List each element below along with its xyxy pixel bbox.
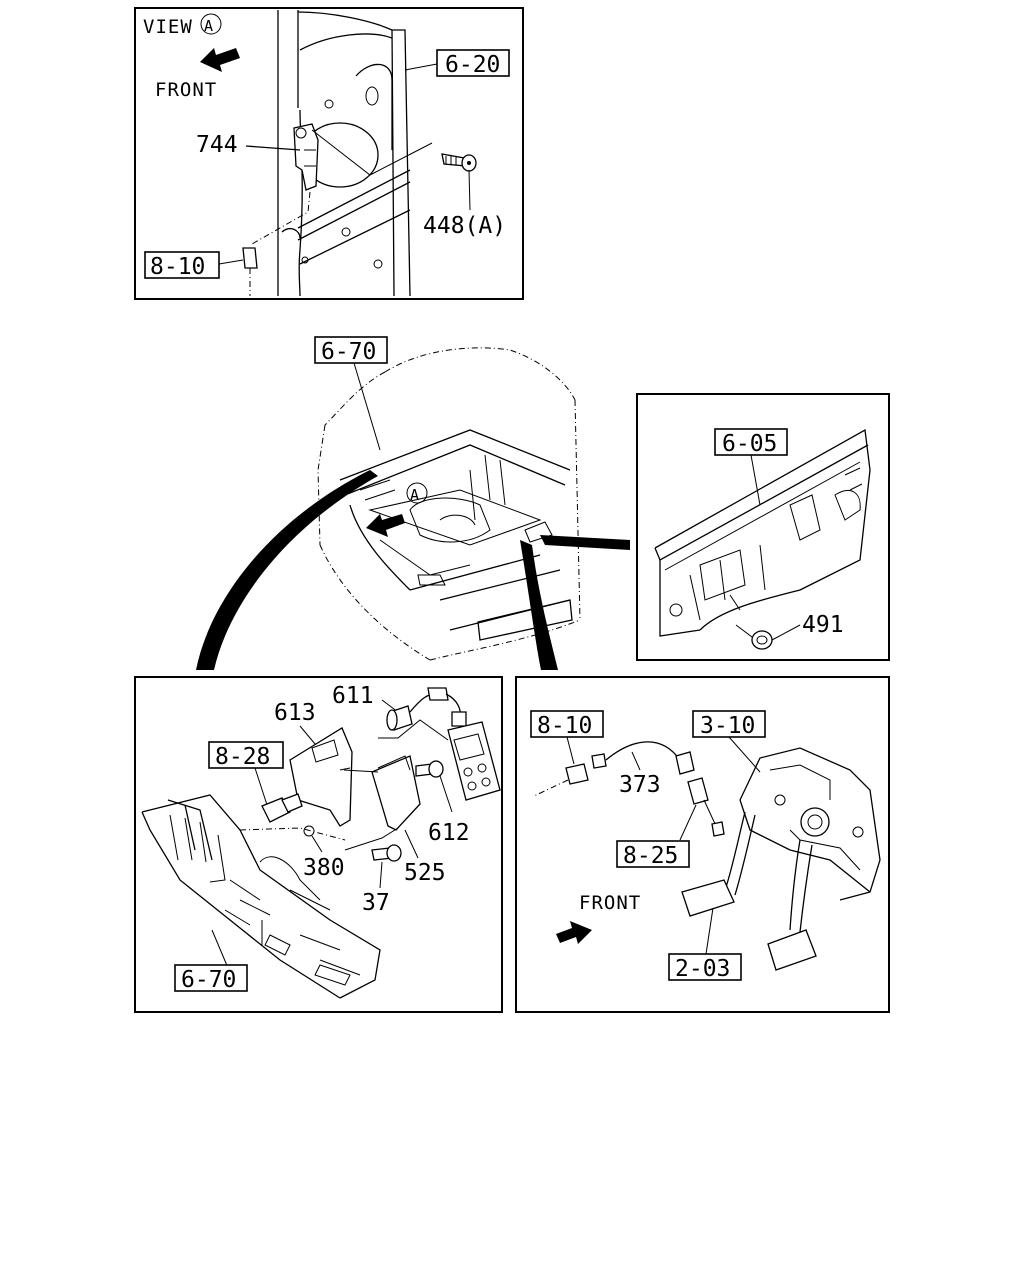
ref-box-8-10-pedal: 8-10 bbox=[537, 713, 592, 739]
plate-612-icon bbox=[371, 755, 421, 831]
bolt-612-icon bbox=[415, 760, 444, 778]
ref-box-8-25: 8-25 bbox=[623, 843, 678, 869]
label-373: 373 bbox=[619, 772, 661, 798]
pedal-clutch-icon bbox=[681, 811, 756, 917]
bolt-448-icon bbox=[441, 153, 477, 172]
label-491: 491 bbox=[802, 612, 844, 638]
label-380: 380 bbox=[303, 855, 345, 881]
sensor-611-icon bbox=[386, 687, 467, 731]
view-a-panel: VIEW A FRONT 744 bbox=[134, 7, 524, 300]
bracket-613-icon bbox=[289, 727, 353, 827]
ref-box-8-10-view-a: 8-10 bbox=[150, 254, 205, 280]
label-744: 744 bbox=[196, 132, 238, 158]
ref-box-3-10: 3-10 bbox=[700, 713, 755, 739]
floor-pan-6-70-icon bbox=[141, 794, 381, 999]
callout-arc-dash bbox=[540, 535, 630, 550]
ref-box-6-70-cab: 6-70 bbox=[321, 339, 376, 365]
pedal-brake-icon bbox=[767, 839, 817, 971]
ref-box-6-70-floor: 6-70 bbox=[181, 967, 236, 993]
view-a-title: VIEW bbox=[143, 16, 193, 38]
ref-box-8-28: 8-28 bbox=[215, 744, 270, 770]
grommet-491-icon bbox=[751, 630, 773, 650]
remote-controller-icon bbox=[447, 721, 501, 801]
label-525: 525 bbox=[404, 860, 446, 886]
front-arrow-icon bbox=[200, 48, 240, 72]
clip-744-icon bbox=[293, 123, 319, 191]
pedal-front-arrow-icon bbox=[556, 921, 592, 944]
callout-arc-right bbox=[520, 540, 558, 670]
view-a-front-label: FRONT bbox=[155, 79, 217, 101]
cab-overview: 6-70 A bbox=[196, 336, 630, 670]
bolt-37-icon bbox=[371, 844, 402, 862]
cab-front-arrow-icon bbox=[366, 514, 405, 537]
label-37: 37 bbox=[362, 890, 390, 916]
ref-box-6-20: 6-20 bbox=[445, 52, 500, 78]
label-448a: 448(A) bbox=[423, 213, 506, 239]
pedal-detail-panel: 8-10 3-10 373 8-25 bbox=[515, 676, 890, 1013]
view-a-marker: A bbox=[204, 17, 214, 35]
ref-box-2-03: 2-03 bbox=[675, 956, 730, 982]
pedal-front-label: FRONT bbox=[579, 892, 641, 914]
label-612: 612 bbox=[428, 820, 470, 846]
ref-box-6-05: 6-05 bbox=[722, 431, 777, 457]
callout-arc-left bbox=[196, 470, 378, 670]
grommet-380-icon bbox=[303, 825, 315, 837]
dash-panel-detail: 6-05 491 bbox=[636, 393, 890, 661]
cab-marker: A bbox=[410, 486, 420, 504]
pedal-bracket-icon bbox=[739, 747, 881, 901]
bracket-detail-panel: 611 613 bbox=[134, 676, 503, 1013]
label-611: 611 bbox=[332, 683, 374, 709]
label-613: 613 bbox=[274, 700, 316, 726]
